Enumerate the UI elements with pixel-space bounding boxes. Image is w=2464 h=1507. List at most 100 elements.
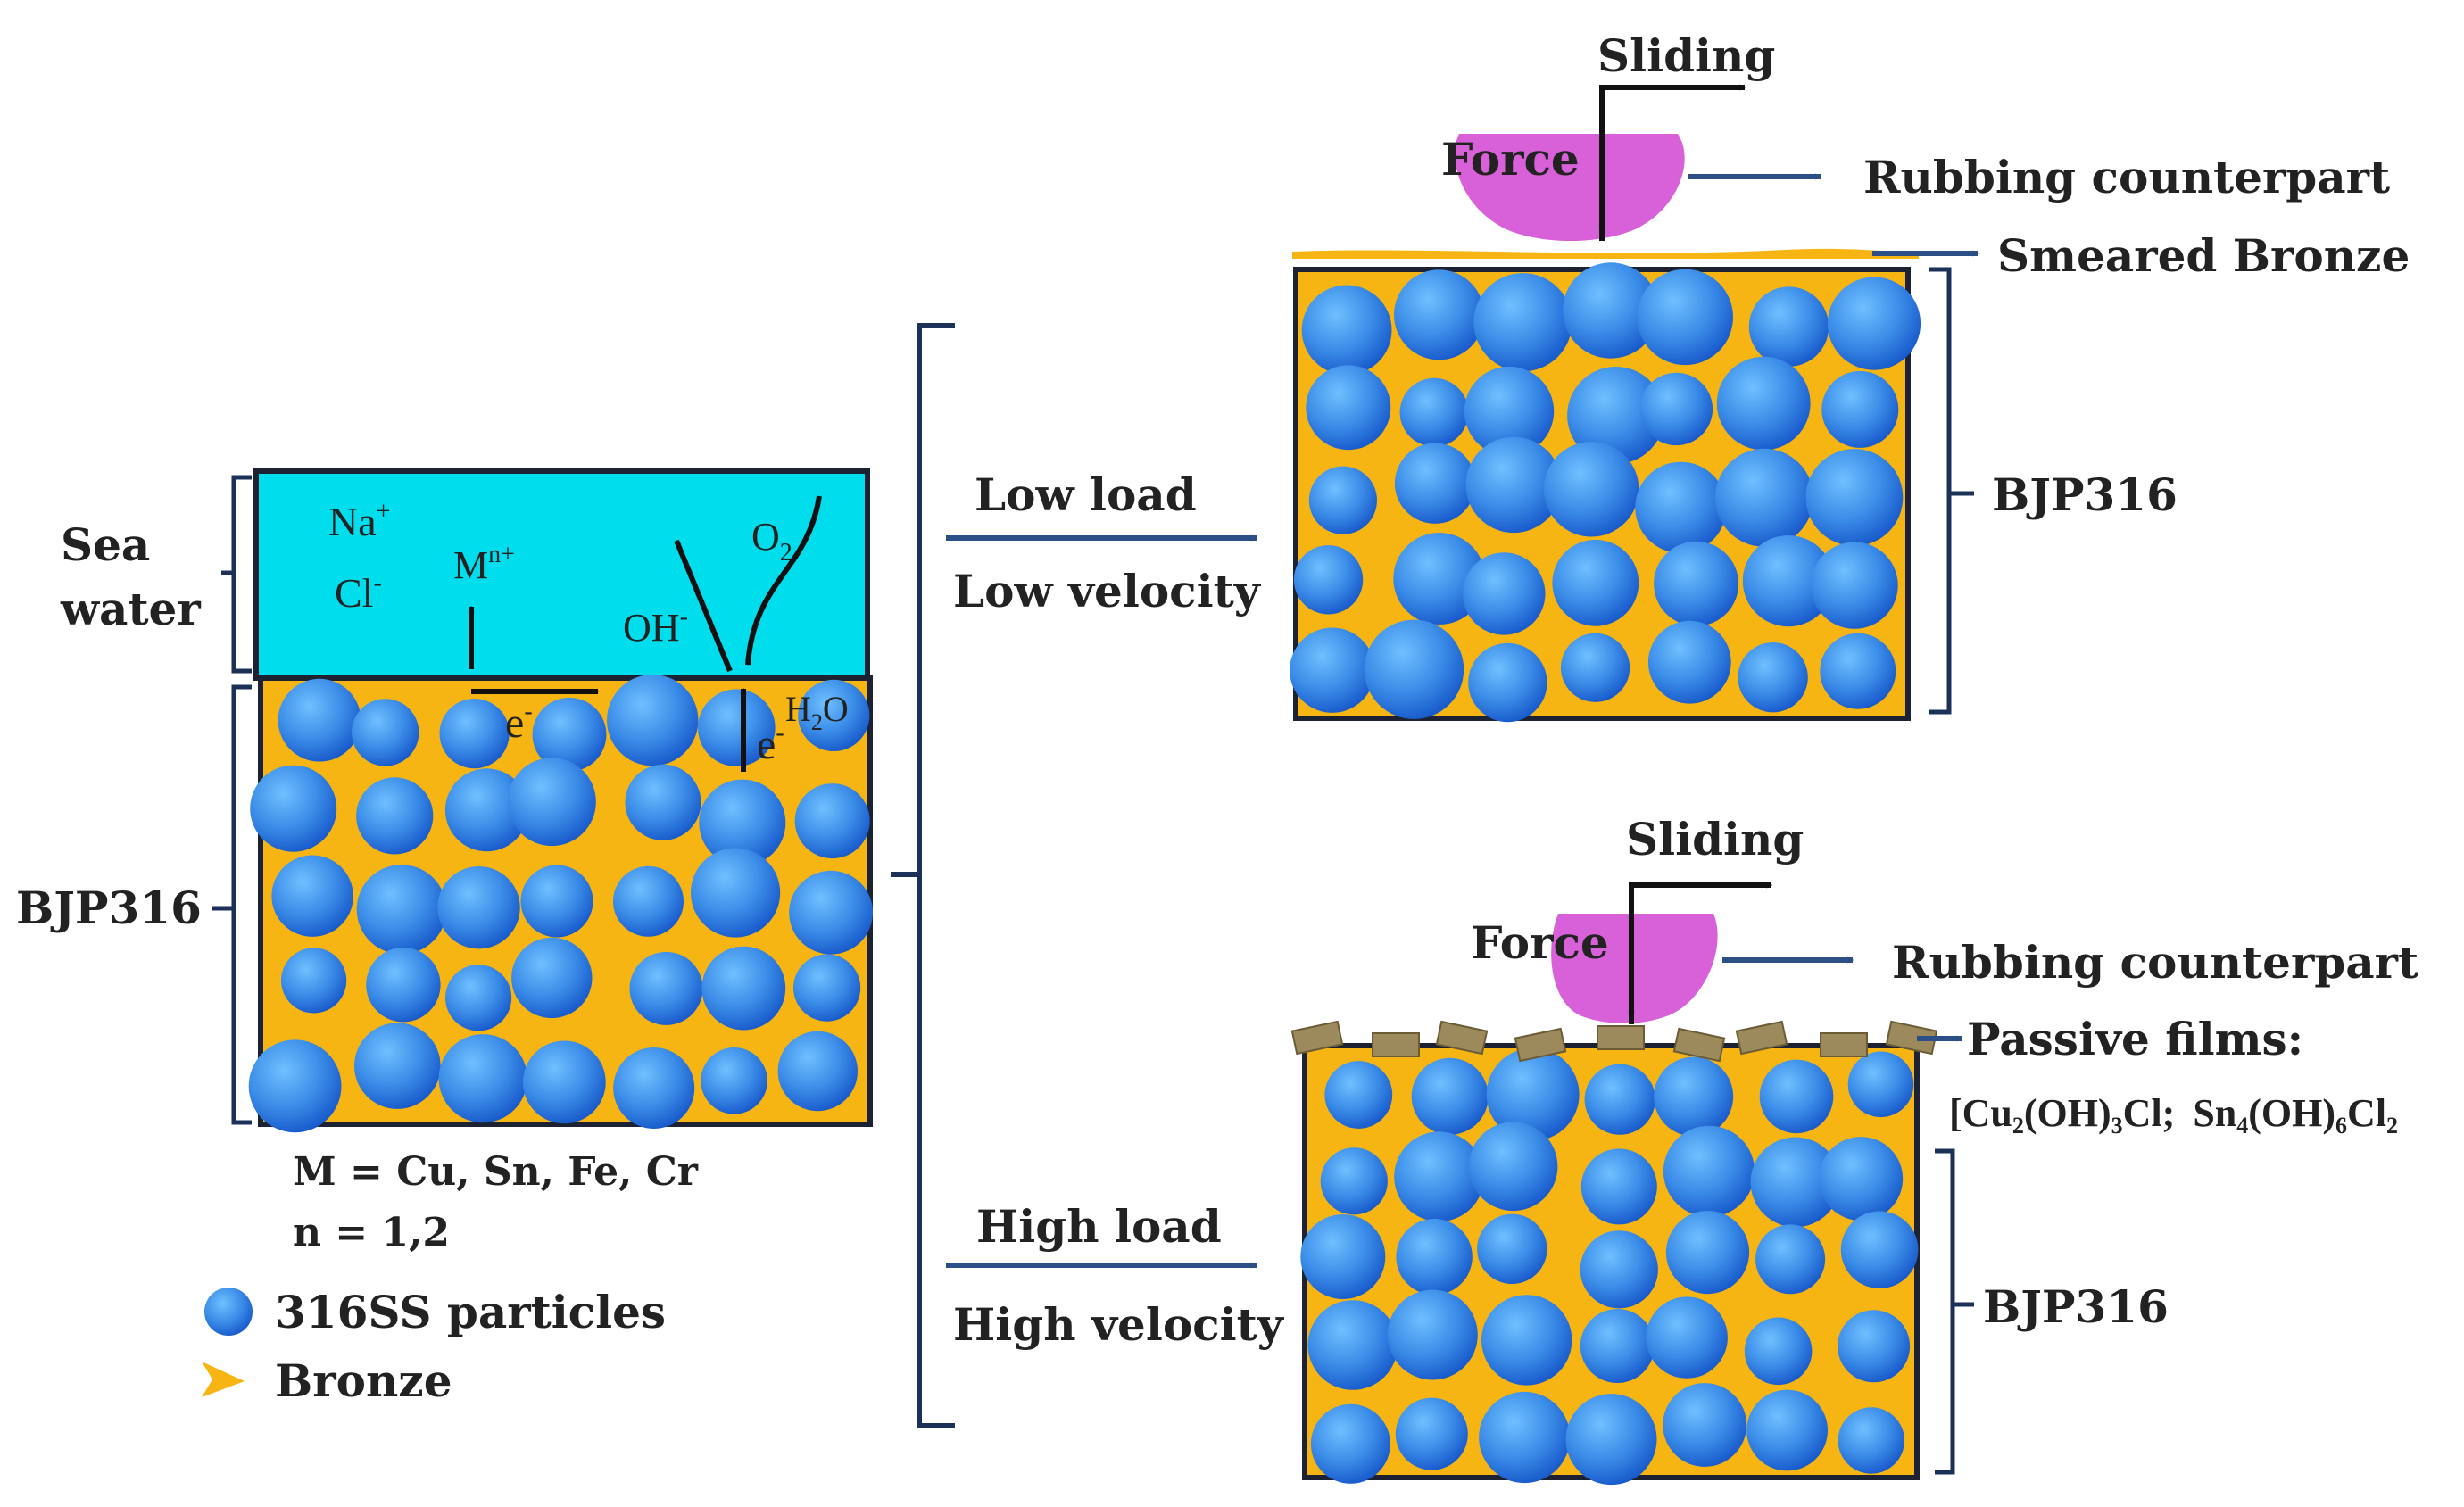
hydroxide-formation-arrow (674, 539, 733, 673)
stainless-particle (444, 768, 528, 852)
stainless-particle (1465, 436, 1562, 534)
stainless-particle (438, 1034, 527, 1123)
passive-films-formula: [Cu2(OH)3Cl;Sn4(OH)6Cl2 (1949, 1091, 2398, 1139)
stainless-particle (698, 689, 776, 766)
stainless-particle (1663, 1383, 1747, 1467)
top-sliding-label: Sliding (1597, 29, 1775, 82)
bottom-force-label: Force (1471, 916, 1609, 969)
stainless-particle (789, 870, 873, 955)
stainless-particle (1744, 1317, 1813, 1386)
stainless-particle (1819, 1137, 1904, 1221)
stainless-particle (777, 1031, 858, 1112)
stainless-particle (1396, 1218, 1473, 1296)
smeared-bronze-label: Smeared Bronze (1997, 229, 2410, 282)
stainless-particle (1838, 1407, 1904, 1474)
stainless-particle (1635, 461, 1727, 553)
stainless-particle (1755, 1224, 1826, 1295)
seawater-region (253, 468, 870, 681)
stainless-particle (1637, 269, 1734, 366)
stainless-particle (1580, 1230, 1658, 1309)
branch-bracket (891, 323, 955, 1428)
stainless-particle (1481, 1295, 1572, 1386)
bottom-right-panel: Sliding Force Rubbing counterpart Passiv… (1290, 813, 2418, 1486)
low-load-label: Low load (975, 468, 1197, 521)
metal-ion-label: Mn+ (453, 541, 515, 587)
stainless-particle (1750, 1137, 1841, 1228)
stainless-particle (1748, 286, 1829, 367)
condition-branch: Low load Low velocity High load High vel… (891, 323, 1285, 1428)
stainless-particle (1840, 1211, 1919, 1288)
n-definition-note: n = 1,2 (293, 1210, 450, 1255)
passive-film-fragment (1514, 1027, 1567, 1063)
stainless-particle (625, 764, 701, 840)
sodium-ion-label: Na+ (328, 498, 390, 544)
stainless-particle (1468, 642, 1547, 723)
stainless-particle (250, 765, 337, 852)
stainless-particle (1663, 1125, 1755, 1217)
stainless-particle (1805, 449, 1904, 546)
stainless-particle (793, 954, 861, 1022)
electron-label-2: e- (757, 719, 784, 768)
stainless-particle (607, 675, 699, 766)
passive-film-fragment (1435, 1020, 1489, 1056)
stainless-particle (1552, 539, 1639, 626)
high-load-label: High load (976, 1200, 1222, 1253)
passive-film-fragment (1820, 1032, 1868, 1057)
stainless-particle (1746, 1389, 1828, 1471)
stainless-particle (1394, 1131, 1484, 1222)
stainless-particle (1742, 535, 1834, 627)
stainless-particle (613, 865, 684, 937)
stainless-particle (701, 946, 786, 1031)
top-counterpart-shape (1455, 134, 1685, 241)
stainless-particle (354, 1023, 441, 1109)
stainless-particle (798, 679, 870, 752)
stainless-particle (1394, 269, 1484, 360)
stainless-particle (278, 678, 361, 762)
stainless-particle (1654, 1056, 1734, 1137)
stainless-particle (1463, 552, 1546, 635)
stainless-particle (1580, 1309, 1655, 1383)
left-bulk-bracket (212, 684, 252, 1125)
stainless-particle (1820, 633, 1896, 709)
stainless-particle (1847, 1051, 1914, 1118)
stainless-particle (532, 697, 607, 772)
bottom-bulk-label: BJP316 (1983, 1280, 2169, 1333)
passive-film-fragment (1672, 1027, 1726, 1063)
stainless-particle (1565, 1394, 1657, 1486)
passive-film-fragment (1597, 1025, 1645, 1050)
stainless-particle (1464, 366, 1555, 457)
high-velocity-label: High velocity (953, 1298, 1285, 1351)
stainless-particle (1290, 627, 1375, 713)
stainless-particle (1300, 1214, 1386, 1299)
stainless-particle (1561, 633, 1630, 702)
stainless-particle (1811, 542, 1898, 629)
chloride-ion-label: Cl- (335, 569, 382, 616)
top-bulk-bracket (1929, 267, 1974, 715)
stainless-particle (1301, 285, 1392, 376)
stainless-particle (1838, 1310, 1911, 1383)
bottom-bulk-bracket (1935, 1148, 1974, 1475)
stainless-particle (437, 866, 520, 949)
stainless-particle (1647, 620, 1731, 704)
electron-label-1: e- (505, 698, 533, 747)
stainless-particle (248, 1039, 342, 1133)
top-particle-field (1290, 262, 1921, 723)
stainless-particle (1716, 356, 1811, 451)
left-bulk-label: BJP316 (16, 882, 202, 934)
stainless-particle (1479, 1391, 1571, 1484)
stainless-particle (629, 951, 703, 1025)
low-velocity-label: Low velocity (953, 565, 1262, 617)
particle-legend-label: 316SS particles (275, 1286, 666, 1338)
stainless-particle (511, 937, 593, 1019)
passive-film-fragment (1735, 1020, 1788, 1056)
bronze-legend-swatch (202, 1362, 245, 1397)
stainless-particle (1567, 367, 1665, 464)
bottom-sliding-label: Sliding (1626, 813, 1804, 865)
top-right-panel: Sliding Force Rubbing counterpart Smeare… (1290, 29, 2410, 723)
stainless-particle (1477, 1213, 1547, 1285)
stainless-particle (1646, 1296, 1728, 1379)
stainless-particle (1654, 541, 1739, 626)
smeared-bronze-layer (1292, 248, 1919, 259)
bronze-legend-label: Bronze (275, 1354, 452, 1407)
top-counterpart-label: Rubbing counterpart (1863, 151, 2390, 203)
